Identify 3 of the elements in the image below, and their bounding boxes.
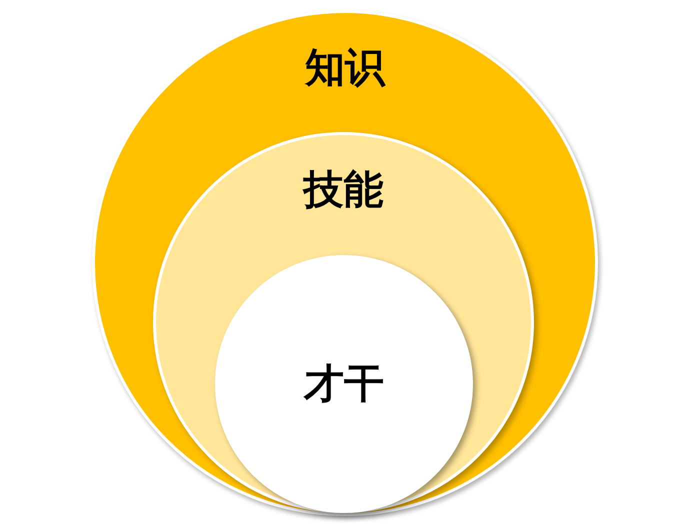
circle-label: 知识 xyxy=(305,48,385,88)
circle-label: 才干 xyxy=(304,364,384,404)
circle-label: 技能 xyxy=(304,170,384,210)
